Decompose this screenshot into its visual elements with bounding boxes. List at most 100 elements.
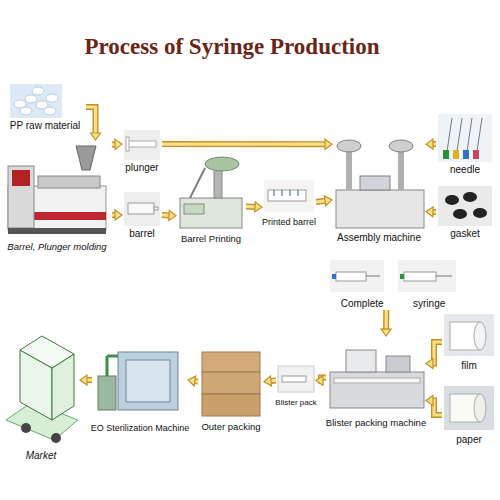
pellet [20, 107, 32, 115]
arrow-head [325, 139, 332, 149]
arrow-outline [195, 378, 198, 385]
needle-hub [463, 150, 469, 159]
packed-syringe [282, 376, 306, 382]
blister-machine-body [330, 372, 424, 408]
node-caption: needle [450, 164, 480, 176]
process-node: plunger [122, 128, 162, 174]
image-backdrop [398, 260, 456, 292]
barrel-nozzle [154, 207, 158, 210]
arrow-head [426, 395, 433, 405]
arrow-outline [433, 141, 436, 147]
node-caption: Market [26, 450, 57, 462]
arrow-fill [321, 377, 326, 380]
arrow-head [255, 202, 262, 212]
hopper [76, 146, 96, 170]
arrow-outline [86, 107, 96, 133]
flow-arrow [264, 376, 276, 386]
pellet-backdrop [10, 84, 62, 118]
forming-station [346, 350, 376, 372]
arrow-head [115, 210, 122, 220]
gas-pipe [107, 355, 118, 358]
flow-arrow [426, 207, 436, 217]
arrow-fill [86, 107, 96, 133]
sterilization-chamber [118, 352, 178, 410]
node-caption: EO Sterilization Machine [91, 423, 190, 434]
scale-print [282, 190, 283, 196]
arrow-outline [162, 212, 169, 218]
carton-box [202, 372, 260, 394]
arrow-fill [246, 205, 255, 209]
arrow-fill [385, 310, 388, 329]
process-node: needle [436, 112, 494, 176]
image-backdrop [444, 314, 494, 356]
arrow-fill [433, 210, 436, 213]
process-node: film [442, 312, 496, 372]
process-node: Outer packing [198, 348, 264, 432]
process-node: gasket [436, 184, 494, 240]
arrow-fill [162, 143, 325, 146]
flow-arrow [316, 196, 332, 206]
arrow-fill [433, 342, 442, 364]
syringe-needle [436, 276, 452, 277]
node-caption: Barrel Printing [181, 233, 241, 244]
node-caption: Complete [341, 298, 384, 310]
arrow-head [381, 329, 391, 336]
flow-arrow [188, 376, 198, 386]
process-node: Market [2, 330, 80, 462]
injection-unit [38, 176, 100, 188]
gas-unit [98, 376, 116, 410]
barrel-tube [128, 203, 154, 214]
arrow-outline [87, 377, 92, 383]
barrel-tube [268, 190, 306, 201]
printer-column [214, 168, 222, 198]
process-node: Completesyringe [326, 258, 460, 310]
arrow-fill [433, 142, 436, 145]
flow-arrow [86, 107, 101, 140]
printer-head [184, 204, 204, 214]
syringe-plunger [332, 274, 336, 279]
feed-bowl [389, 140, 413, 152]
feed-bowl [205, 157, 239, 171]
gasket-part [445, 195, 459, 205]
syringe-needle [366, 276, 380, 277]
arrow-fill [433, 400, 442, 415]
image-backdrop [330, 260, 384, 292]
arrow-head [188, 376, 196, 386]
image-backdrop [124, 192, 160, 226]
image-backdrop [444, 386, 494, 430]
arrow-outline [433, 342, 442, 364]
flow-arrow [112, 210, 122, 220]
image-backdrop [264, 180, 314, 212]
arrow-fill [87, 378, 92, 381]
arrow-head [91, 133, 101, 140]
arrow-head [426, 207, 433, 217]
node-caption: paper [456, 434, 482, 446]
flow-arrow [162, 139, 332, 149]
process-node: barrel [122, 190, 162, 240]
node-caption: Outer packing [201, 421, 260, 432]
printer-table [180, 198, 242, 228]
flow-arrow [381, 310, 391, 336]
arrow-head [426, 359, 433, 369]
carton-box [202, 394, 260, 416]
machine-base [8, 228, 106, 234]
sealing-station [386, 356, 410, 372]
arrow-outline [383, 310, 389, 329]
gasket-part [473, 208, 487, 218]
arrow-head [426, 139, 433, 149]
pellet [32, 87, 44, 95]
arrow-outline [162, 141, 325, 147]
process-node: EO Sterilization Machine [92, 344, 188, 434]
feed-bowl [337, 140, 361, 152]
flow-arrow [316, 375, 326, 385]
diagram-title: Process of Syringe Production [57, 34, 407, 60]
arrow-head [80, 375, 87, 385]
cargo-box-top [20, 336, 74, 368]
node-caption: film [461, 360, 477, 372]
node-caption: gasket [450, 228, 479, 240]
arrow-head [264, 376, 271, 386]
roll-end [474, 394, 486, 422]
arrow-fill [195, 380, 198, 384]
needle-hub [453, 150, 459, 159]
pellet [46, 94, 58, 102]
